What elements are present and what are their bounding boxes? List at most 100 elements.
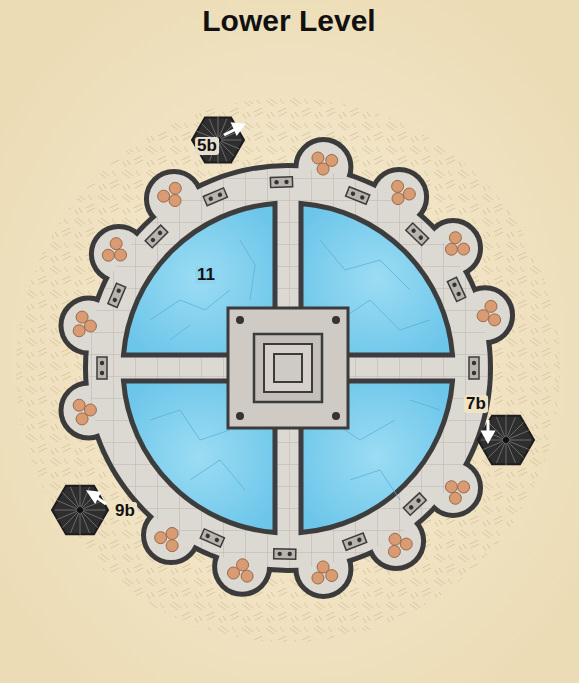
supply-sack (166, 527, 178, 539)
stair-step (506, 430, 529, 440)
stair-step (57, 510, 80, 520)
stair-step (80, 510, 90, 533)
outer-wall (63, 142, 510, 594)
stair-step (80, 485, 81, 510)
stair-step (506, 422, 524, 440)
pillar-bolt (472, 371, 476, 375)
pillar-block (346, 187, 370, 205)
stair-well (478, 416, 534, 464)
supply-sack (169, 195, 181, 207)
supply-sack (84, 320, 96, 332)
stair-step (55, 510, 80, 511)
pillar-block (447, 277, 465, 301)
pillar-bolt (452, 282, 458, 288)
supply-sack (73, 399, 85, 411)
pillar-bolt (415, 498, 421, 504)
pillar-bolt (274, 180, 279, 185)
supply-sack (458, 481, 470, 493)
pillar-block (270, 177, 292, 188)
pillar-block (403, 493, 426, 515)
pillar-bolt (150, 237, 156, 243)
water-cracks (150, 240, 440, 500)
pillar-bolt (410, 228, 416, 234)
stair-step (62, 510, 80, 528)
pillar-bolt (214, 537, 220, 543)
supply-sack (392, 193, 404, 205)
supply-sack (458, 243, 470, 255)
wall-pillars (97, 177, 479, 559)
staircases (52, 117, 534, 535)
pillar-bolt (350, 191, 356, 197)
stair-step (506, 415, 507, 440)
stair-well (52, 486, 108, 534)
stair-step (496, 417, 506, 440)
stair-step (483, 440, 506, 450)
wall-pillar (145, 225, 168, 248)
stair-step (80, 500, 103, 510)
supply-sack (489, 314, 501, 326)
supply-sack (317, 163, 329, 175)
stair-step (506, 440, 516, 463)
wall-pillar (469, 357, 479, 379)
pillar-bolt (112, 297, 118, 303)
supply-sack (102, 249, 114, 261)
pillar-bolt (288, 552, 292, 556)
stair-step (506, 440, 524, 458)
supply-sack (389, 533, 401, 545)
pillar-bolt (100, 371, 104, 375)
supply-sack (169, 182, 181, 194)
supply-sack (445, 243, 457, 255)
alcove-supplies (73, 152, 500, 584)
supply-sack (477, 310, 489, 322)
pillar-bolt (456, 291, 462, 297)
pillar-bolt (116, 288, 122, 294)
supply-sack (237, 559, 249, 571)
pillar-block (343, 533, 367, 550)
supply-sack (400, 538, 412, 550)
floor-grid (80, 160, 500, 580)
supply-sack (449, 492, 461, 504)
pillar-block (274, 549, 296, 559)
supply-sack (312, 572, 324, 584)
callout-number: 11 (195, 266, 217, 284)
supply-sack (312, 152, 324, 164)
supply-sack (166, 540, 178, 552)
supply-sack (110, 238, 122, 250)
pillar-bolt (347, 541, 353, 547)
pillar-bolt (418, 235, 424, 241)
supply-sack (73, 325, 85, 337)
wall-pillar (97, 357, 107, 379)
stair-step (488, 440, 506, 458)
stair-step (80, 510, 81, 535)
wall-pillar (203, 188, 227, 206)
supply-sack (403, 188, 415, 200)
supply-sack (158, 190, 170, 202)
wall-pillar (346, 187, 370, 205)
stair-step (62, 492, 80, 510)
central-platform (228, 308, 348, 428)
wall-pillar (447, 277, 465, 301)
stair-step (80, 510, 98, 528)
pool (124, 204, 453, 533)
wall-pillar (108, 283, 126, 307)
pillar-bolt (356, 537, 362, 543)
callout-number: 9b (113, 502, 137, 520)
supply-sack (449, 232, 461, 244)
map-title: Lower Level (202, 4, 375, 38)
stair-well (192, 118, 244, 163)
supply-sack (84, 404, 96, 416)
pillar-block (145, 225, 168, 248)
stair-arrows (89, 124, 493, 504)
wall-pillar (274, 549, 296, 559)
pillar-bolt (359, 195, 365, 201)
pillar-block (406, 223, 429, 245)
supply-sack (392, 180, 404, 192)
pillar-bolt (217, 192, 223, 198)
pillar-block (200, 529, 224, 547)
callout-number: 5b (195, 137, 219, 155)
wall-pillar (270, 177, 292, 188)
wall-pillar (343, 533, 367, 550)
wall-pillar (200, 529, 224, 547)
stair-step (218, 140, 227, 161)
